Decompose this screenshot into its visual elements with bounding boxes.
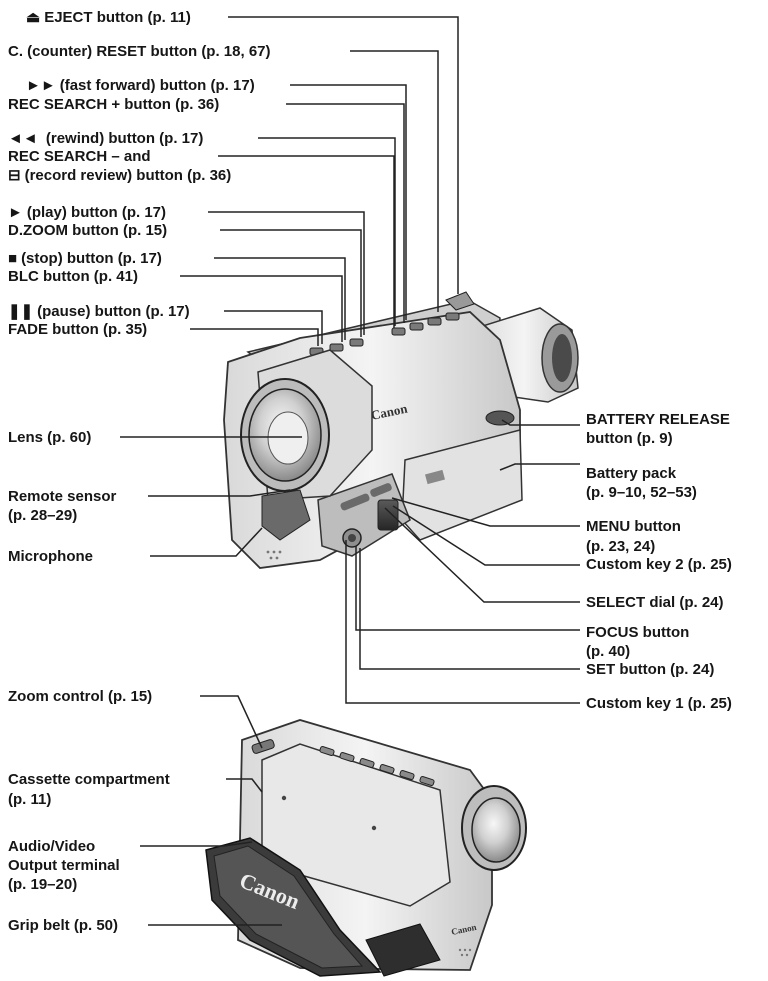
- label-rewind-text: (rewind) button (p. 17): [41, 130, 204, 147]
- label-av-output-terminal: Output terminal: [8, 857, 120, 874]
- label-pause-button: ❚❚(pause) button (p. 17): [8, 302, 190, 321]
- label-battery-pack: Battery pack: [586, 465, 677, 482]
- camcorder-front-view: Canon: [223, 291, 579, 569]
- label-select-dial: SELECT dial (p. 24): [586, 594, 724, 611]
- label-eject-button: ⏏EJECT button (p. 11): [26, 8, 191, 27]
- label-remote-sensor: Remote sensor: [8, 488, 117, 505]
- label-stop-button: ■(stop) button (p. 17): [8, 249, 162, 268]
- label-remote-sensor-page: (p. 28–29): [8, 507, 78, 524]
- label-fade-button: FADE button (p. 35): [8, 321, 148, 338]
- label-microphone: Microphone: [8, 548, 93, 565]
- label-counter-reset-button: C. (counter) RESET button (p. 18, 67): [8, 43, 271, 60]
- label-av-output-page: (p. 19–20): [8, 876, 78, 893]
- label-dzoom-button: D.ZOOM button (p. 15): [8, 222, 168, 239]
- label-battery-pack-page: (p. 9–10, 52–53): [586, 484, 697, 501]
- label-blc-button: BLC button (p. 41): [8, 268, 138, 285]
- play-icon: ►: [8, 204, 23, 221]
- label-custom-key-2: Custom key 2 (p. 25): [586, 556, 732, 573]
- label-set-button: SET button (p. 24): [586, 661, 715, 678]
- label-menu-button: MENU button: [586, 518, 681, 535]
- label-play-text: (play) button (p. 17): [26, 204, 167, 221]
- label-eject-text: EJECT button (p. 11): [44, 9, 191, 26]
- label-rec-search-plus: REC SEARCH + button (p. 36): [8, 96, 220, 113]
- label-record-review: ⊟(record review) button (p. 36): [8, 166, 231, 185]
- pause-icon: ❚❚: [8, 303, 34, 320]
- label-record-review-text: (record review) button (p. 36): [24, 167, 232, 184]
- label-av-output: Audio/Video: [8, 838, 96, 855]
- label-battery-release: BATTERY RELEASE: [586, 411, 730, 428]
- record-review-icon: ⊟: [8, 167, 21, 184]
- label-rewind-button: ◄◄ (rewind) button (p. 17): [8, 129, 203, 148]
- label-battery-release-page: button (p. 9): [586, 430, 673, 447]
- label-rec-search-minus: REC SEARCH – and: [8, 148, 151, 165]
- label-focus-button-page: (p. 40): [586, 643, 631, 660]
- label-lens: Lens (p. 60): [8, 429, 92, 446]
- label-pause-text: (pause) button (p. 17): [37, 303, 190, 320]
- label-grip-belt: Grip belt (p. 50): [8, 917, 119, 934]
- camcorder-rear-view: Canon Canon: [205, 719, 527, 977]
- rewind-icon: ◄◄: [8, 130, 38, 147]
- stop-icon: ■: [8, 250, 18, 267]
- label-play-button: ►(play) button (p. 17): [8, 203, 166, 222]
- eject-icon: ⏏: [26, 9, 41, 26]
- label-cassette-compartment: Cassette compartment: [8, 771, 170, 788]
- label-zoom-control: Zoom control (p. 15): [8, 688, 153, 705]
- label-fast-forward-button: ►►(fast forward) button (p. 17): [26, 76, 255, 95]
- label-cassette-compartment-page: (p. 11): [8, 791, 52, 808]
- label-ff-text: (fast forward) button (p. 17): [59, 77, 255, 94]
- label-stop-text: (stop) button (p. 17): [21, 250, 162, 267]
- label-menu-button-page: (p. 23, 24): [586, 538, 656, 555]
- label-custom-key-1: Custom key 1 (p. 25): [586, 695, 732, 712]
- fast-forward-icon: ►►: [26, 77, 56, 94]
- label-focus-button: FOCUS button: [586, 624, 690, 641]
